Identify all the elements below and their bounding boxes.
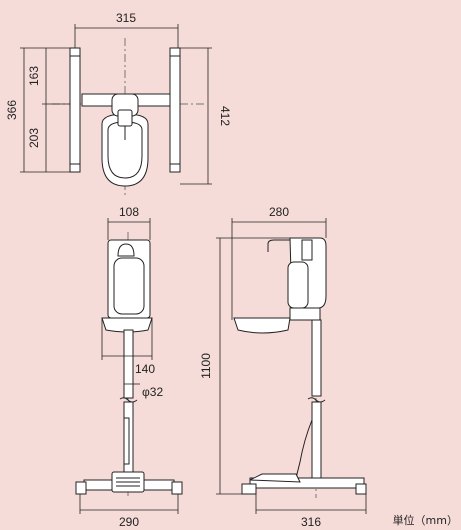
dim-label-316: 316 bbox=[301, 515, 321, 529]
dim-label-1100: 1100 bbox=[199, 353, 213, 379]
dim-label-412: 412 bbox=[218, 106, 232, 126]
side-bottle bbox=[287, 261, 309, 309]
dim-label-290: 290 bbox=[119, 515, 139, 529]
side-view-dimensions bbox=[216, 218, 367, 514]
dim-label-203: 203 bbox=[27, 128, 41, 148]
side-bracket bbox=[289, 307, 321, 321]
side-pole-lower bbox=[311, 401, 322, 479]
top-dispenser-body bbox=[117, 109, 133, 127]
dim-label-280: 280 bbox=[269, 205, 289, 219]
front-right-foot bbox=[171, 481, 183, 495]
side-nozzle bbox=[267, 239, 290, 252]
front-left-foot bbox=[75, 481, 87, 495]
front-pole-slot bbox=[123, 417, 130, 465]
front-pump-cap bbox=[117, 243, 135, 257]
dim-label-140: 140 bbox=[135, 362, 155, 376]
front-pole-upper bbox=[123, 329, 134, 399]
unit-label: 単位（mm） bbox=[393, 513, 458, 527]
dim-label-315: 315 bbox=[116, 11, 136, 25]
side-basin bbox=[233, 317, 291, 334]
side-left-foot bbox=[241, 483, 257, 495]
top-view-dimensions bbox=[20, 24, 212, 185]
side-cable bbox=[295, 419, 313, 479]
side-break-mark bbox=[307, 397, 326, 403]
top-left-foot bbox=[69, 47, 81, 173]
side-base-bar bbox=[249, 477, 365, 489]
side-pump bbox=[301, 239, 313, 261]
dim-label-163: 163 bbox=[27, 66, 41, 86]
side-pole-upper bbox=[311, 319, 322, 397]
side-right-foot bbox=[355, 483, 367, 495]
side-pedal bbox=[249, 473, 301, 483]
front-view bbox=[75, 232, 183, 498]
dim-label-pole-diameter: φ32 bbox=[142, 385, 163, 399]
top-view bbox=[52, 38, 205, 196]
front-view-dimensions bbox=[79, 218, 179, 514]
front-bottle bbox=[113, 257, 145, 315]
top-right-foot bbox=[169, 47, 181, 173]
dim-label-108: 108 bbox=[119, 205, 139, 219]
side-view bbox=[233, 237, 367, 498]
front-break-mark bbox=[119, 397, 138, 403]
dim-label-366: 366 bbox=[5, 100, 19, 120]
